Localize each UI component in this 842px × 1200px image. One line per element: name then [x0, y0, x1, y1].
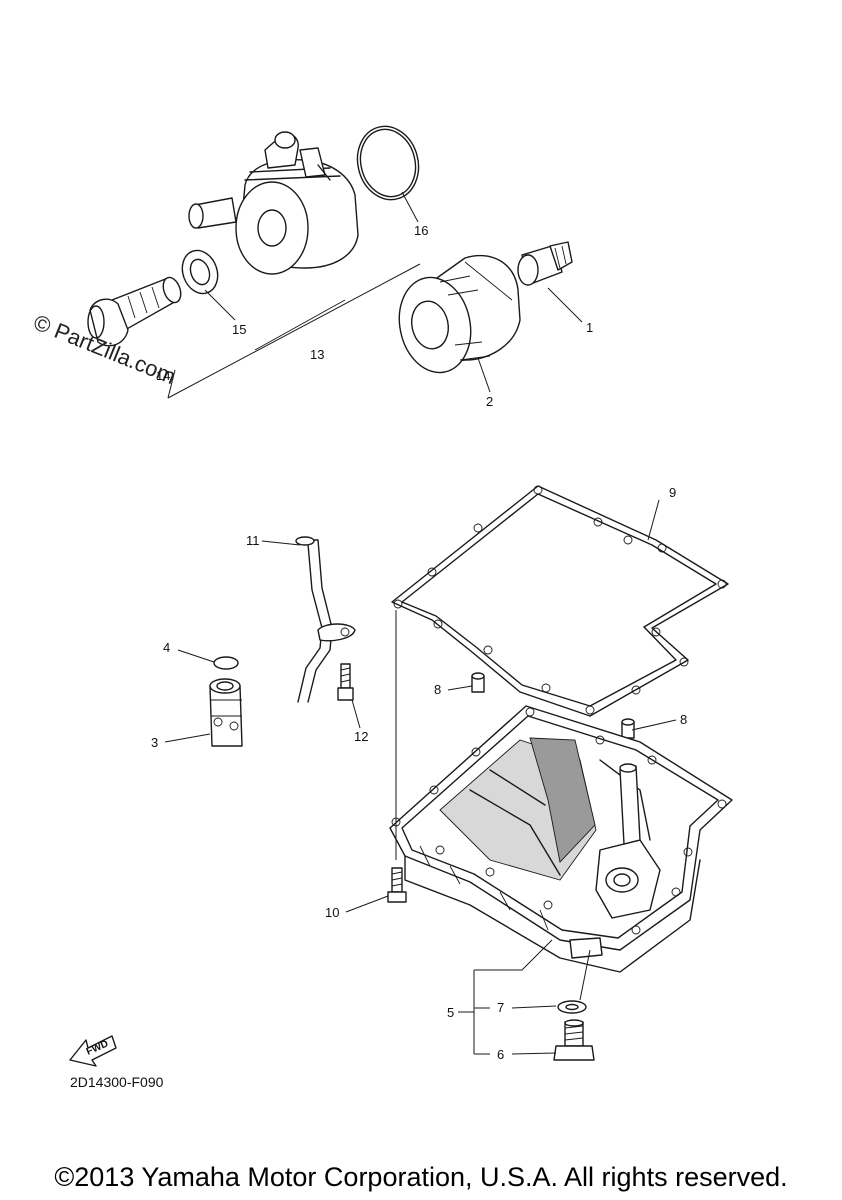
o-ring-small: [213, 656, 239, 670]
callout-11: 11: [246, 533, 260, 548]
oil-pan-bolt: [387, 867, 407, 903]
callout-2: 2: [486, 394, 493, 409]
callout-10: 10: [325, 905, 339, 920]
callout-14: 14: [156, 368, 170, 383]
oil-strainer: [209, 678, 243, 747]
callout-15: 15: [232, 322, 246, 337]
drain-plug-washer: [557, 1000, 587, 1014]
callout-7: 7: [497, 1000, 504, 1015]
pipe-bolt: [337, 663, 354, 701]
callout-5: 5: [447, 1005, 454, 1020]
dowel-pin-left: [471, 672, 485, 693]
callout-13: 13: [310, 347, 324, 362]
drain-plug: [553, 1019, 595, 1061]
forward-arrow-icon: [69, 1035, 117, 1067]
callout-3: 3: [151, 735, 158, 750]
union-bolt: [87, 276, 182, 347]
callout-12: 12: [354, 729, 368, 744]
callout-8-left: 8: [434, 682, 441, 697]
oil-pan-gasket: [391, 485, 729, 717]
oil-pipe: [295, 536, 356, 703]
diagram-code: 2D14300-F090: [70, 1074, 164, 1090]
oil-filter: [398, 254, 521, 374]
callout-6: 6: [497, 1047, 504, 1062]
washer: [181, 249, 219, 295]
callout-8-right: 8: [680, 712, 687, 727]
top-leader-lines: [167, 191, 583, 399]
callout-9: 9: [669, 485, 676, 500]
dowel-pin-right: [621, 718, 635, 739]
callout-1: 1: [586, 320, 593, 335]
oil-filter-stud: [517, 241, 573, 286]
oil-cooler: [188, 131, 359, 275]
oil-pan: [389, 705, 733, 973]
o-ring-large: [356, 125, 420, 201]
callout-4: 4: [163, 640, 170, 655]
bottom-leader-lines: [164, 499, 677, 1055]
copyright-notice: ©2013 Yamaha Motor Corporation, U.S.A. A…: [54, 1162, 788, 1192]
callout-16: 16: [414, 223, 428, 238]
